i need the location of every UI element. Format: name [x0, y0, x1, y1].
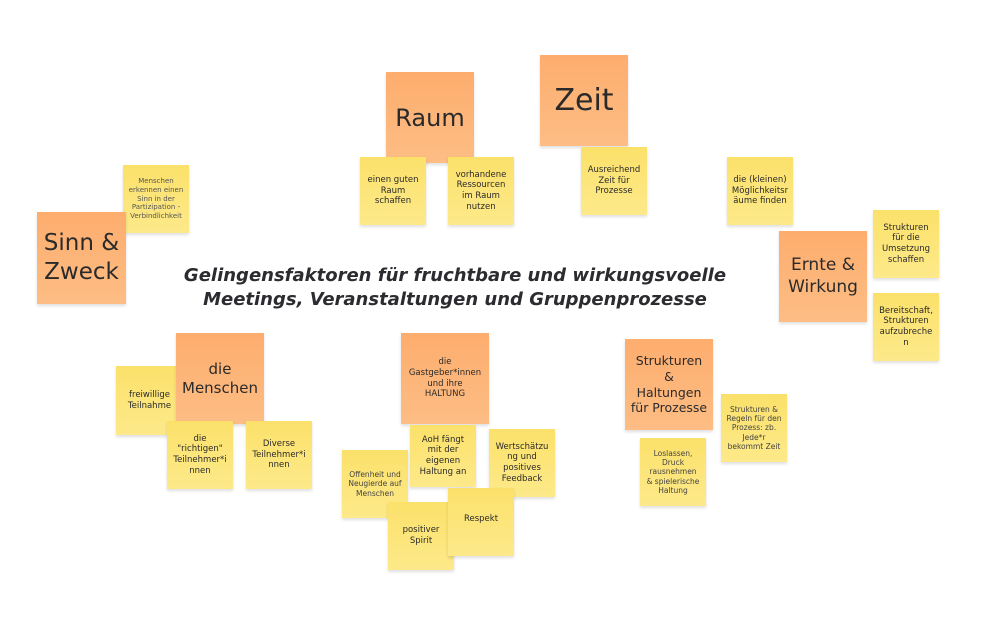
sticky-note-wertschaetzung[interactable]: Wertschätzu ng und positives Feedback — [489, 429, 555, 497]
sticky-note-strukturen-umsetzung[interactable]: Strukturen für die Umsetzung schaffen — [873, 210, 939, 278]
sticky-note-zeit[interactable]: Zeit — [540, 55, 628, 146]
sticky-note-richtigen[interactable]: die "richtigen" Teilnehmer*i nnen — [167, 421, 233, 489]
sticky-note-sinn-partizipation[interactable]: Menschen erkennen einen Sinn in der Part… — [123, 165, 189, 233]
sticky-note-ernte-wirkung[interactable]: Ernte & Wirkung — [779, 231, 867, 322]
sticky-note-moeglichkeitsraeume[interactable]: die (kleinen) Möglichkeitsr äume finden — [727, 157, 793, 225]
sticky-note-loslassen[interactable]: Loslassen, Druck rausnehmen & spielerisc… — [640, 438, 706, 506]
sticky-note-raum[interactable]: Raum — [386, 72, 474, 163]
sticky-note-guter-raum[interactable]: einen guten Raum schaffen — [360, 157, 426, 225]
sticky-note-strukturen-haltungen[interactable]: Strukturen & Haltungen für Prozesse — [625, 339, 713, 430]
sticky-note-strukturen-regeln[interactable]: Strukturen & Regeln für den Prozess: zb.… — [721, 394, 787, 462]
sticky-note-menschen[interactable]: die Menschen — [176, 333, 264, 424]
sticky-note-gastgeber[interactable]: die Gastgeber*innen und ihre HALTUNG — [401, 333, 489, 424]
sticky-note-bereitschaft[interactable]: Bereitschaft, Strukturen aufzubreche n — [873, 293, 939, 361]
sticky-note-ausreichend-zeit[interactable]: Ausreichend Zeit für Prozesse — [581, 147, 647, 215]
board-title: Gelingensfaktoren für fruchtbare und wir… — [183, 265, 727, 311]
sticky-note-spirit[interactable]: positiver Spirit — [388, 502, 454, 570]
sticky-note-freiwillige[interactable]: freiwillige Teilnahme — [116, 366, 183, 435]
sticky-note-sinn-zweck[interactable]: Sinn & Zweck — [37, 212, 126, 304]
sticky-note-diverse[interactable]: Diverse Teilnehmer*i nnen — [246, 421, 312, 489]
sticky-note-respekt[interactable]: Respekt — [448, 488, 514, 556]
sticky-note-aoh[interactable]: AoH fängt mit der eigenen Haltung an — [410, 425, 476, 487]
sticky-note-ressourcen[interactable]: vorhandene Ressourcen im Raum nutzen — [448, 157, 514, 225]
